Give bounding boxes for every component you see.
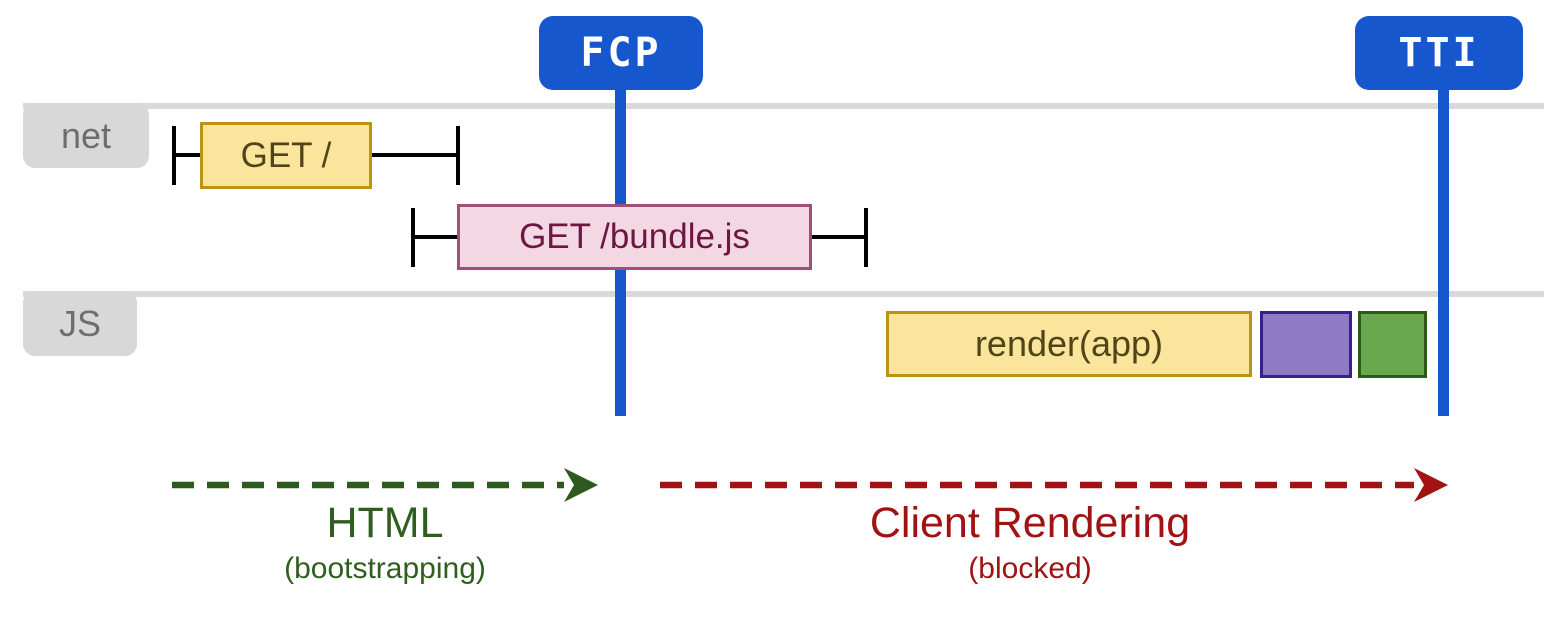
get-root-request-label: GET / — [240, 135, 332, 175]
get-bundle-start-connector — [411, 235, 457, 239]
tti-timeline-marker — [1438, 90, 1449, 416]
get-root-end-connector — [372, 153, 458, 157]
html-phase-subtitle: (bootstrapping) — [284, 552, 486, 585]
js-lane-label: JS — [23, 291, 137, 356]
get-bundle-request-bar: GET /bundle.js — [457, 204, 812, 270]
js-lane-label-text: JS — [58, 302, 101, 344]
get-bundle-end-marker — [864, 208, 868, 267]
get-bundle-end-connector — [812, 235, 866, 239]
client-rendering-phase-title: Client Rendering — [869, 499, 1191, 547]
render-app-task-bar: render(app) — [886, 311, 1252, 377]
client-rendering-phase-arrowhead-icon — [1414, 468, 1448, 502]
net-lane-label: net — [23, 103, 149, 168]
get-root-start-connector — [172, 153, 200, 157]
js-task-green-block — [1358, 311, 1427, 378]
fcp-badge: FCP — [539, 16, 703, 90]
js-lane-rail — [23, 291, 1544, 297]
html-phase-title: HTML — [326, 499, 444, 547]
get-root-end-marker — [456, 126, 460, 185]
html-phase-arrow — [172, 468, 598, 502]
client-rendering-phase-subtitle: (blocked) — [968, 552, 1092, 585]
render-app-task-label: render(app) — [974, 323, 1164, 364]
net-lane-rail — [23, 103, 1544, 109]
fcp-badge-text: FCP — [580, 30, 662, 76]
js-task-purple-block — [1260, 311, 1352, 378]
net-lane-label-text: net — [60, 114, 112, 156]
get-bundle-request-label: GET /bundle.js — [519, 217, 750, 256]
client-rendering-phase-arrow — [660, 468, 1448, 502]
tti-badge: TTI — [1355, 16, 1523, 90]
html-phase-label: HTML (bootstrapping) — [185, 502, 585, 584]
get-root-request-bar: GET / — [200, 122, 372, 189]
tti-badge-text: TTI — [1398, 30, 1480, 76]
client-rendering-phase-label: Client Rendering (blocked) — [805, 502, 1255, 584]
html-phase-arrowhead-icon — [564, 468, 598, 502]
